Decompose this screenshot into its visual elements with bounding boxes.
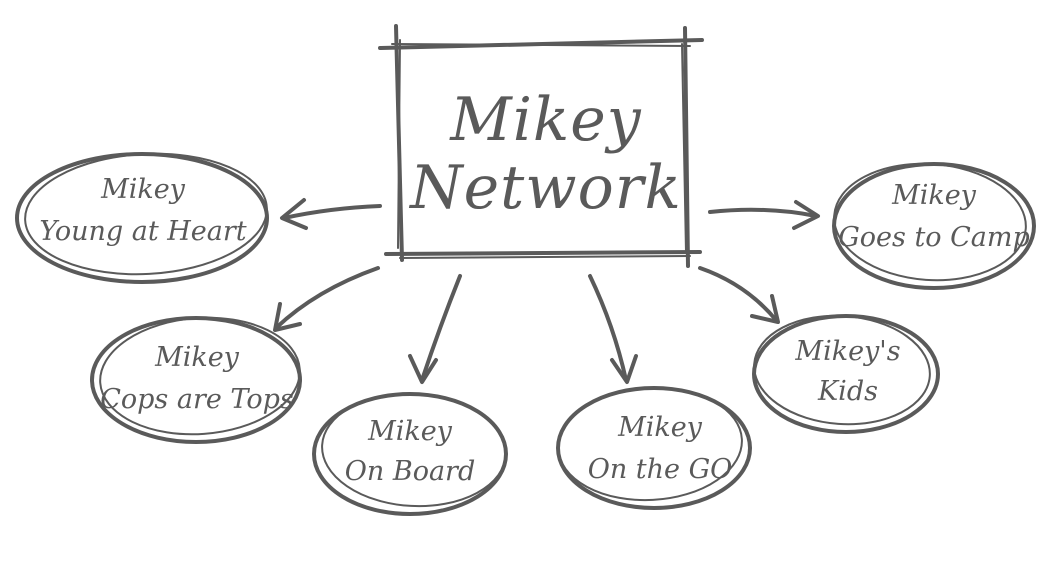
hub-box bbox=[378, 24, 704, 268]
node-label-line2: Young at Heart bbox=[39, 216, 246, 247]
hub-title-line2: Network bbox=[408, 153, 682, 223]
arrow-to-goes-to-camp bbox=[708, 200, 820, 230]
node-on-the-go: Mikey On the GO bbox=[556, 386, 752, 510]
hub-node: Mikey Network bbox=[378, 24, 704, 268]
node-label-line1: Mikey bbox=[617, 412, 703, 443]
node-label-line2: On the GO bbox=[588, 454, 733, 485]
node-label-line1: Mikey bbox=[154, 342, 240, 373]
arrow-to-kids bbox=[698, 266, 780, 324]
node-label-line2: Cops are Tops bbox=[100, 384, 294, 415]
node-label-line2: On Board bbox=[345, 456, 476, 487]
node-young-at-heart: Mikey Young at Heart bbox=[15, 152, 269, 284]
arrow-to-young-at-heart bbox=[280, 198, 382, 230]
node-kids: Mikey's Kids bbox=[752, 314, 940, 434]
node-ellipse bbox=[752, 314, 940, 434]
node-cops-are-tops: Mikey Cops are Tops bbox=[90, 316, 302, 444]
node-label-line1: Mikey bbox=[367, 416, 453, 447]
node-label-line1: Mikey bbox=[100, 174, 186, 205]
node-ellipse bbox=[90, 316, 302, 444]
node-on-board: Mikey On Board bbox=[312, 392, 508, 516]
arrow-to-cops-are-tops bbox=[273, 266, 380, 332]
node-label-line2: Goes to Camp bbox=[838, 222, 1030, 253]
node-goes-to-camp: Mikey Goes to Camp bbox=[832, 162, 1036, 290]
node-label-line1: Mikey's bbox=[794, 336, 900, 367]
arrow-to-on-the-go bbox=[588, 274, 638, 384]
hub-title-line1: Mikey bbox=[449, 85, 641, 155]
node-label-line1: Mikey bbox=[891, 180, 977, 211]
edges bbox=[273, 198, 820, 384]
node-label-line2: Kids bbox=[817, 376, 878, 407]
arrow-to-on-board bbox=[408, 274, 462, 384]
